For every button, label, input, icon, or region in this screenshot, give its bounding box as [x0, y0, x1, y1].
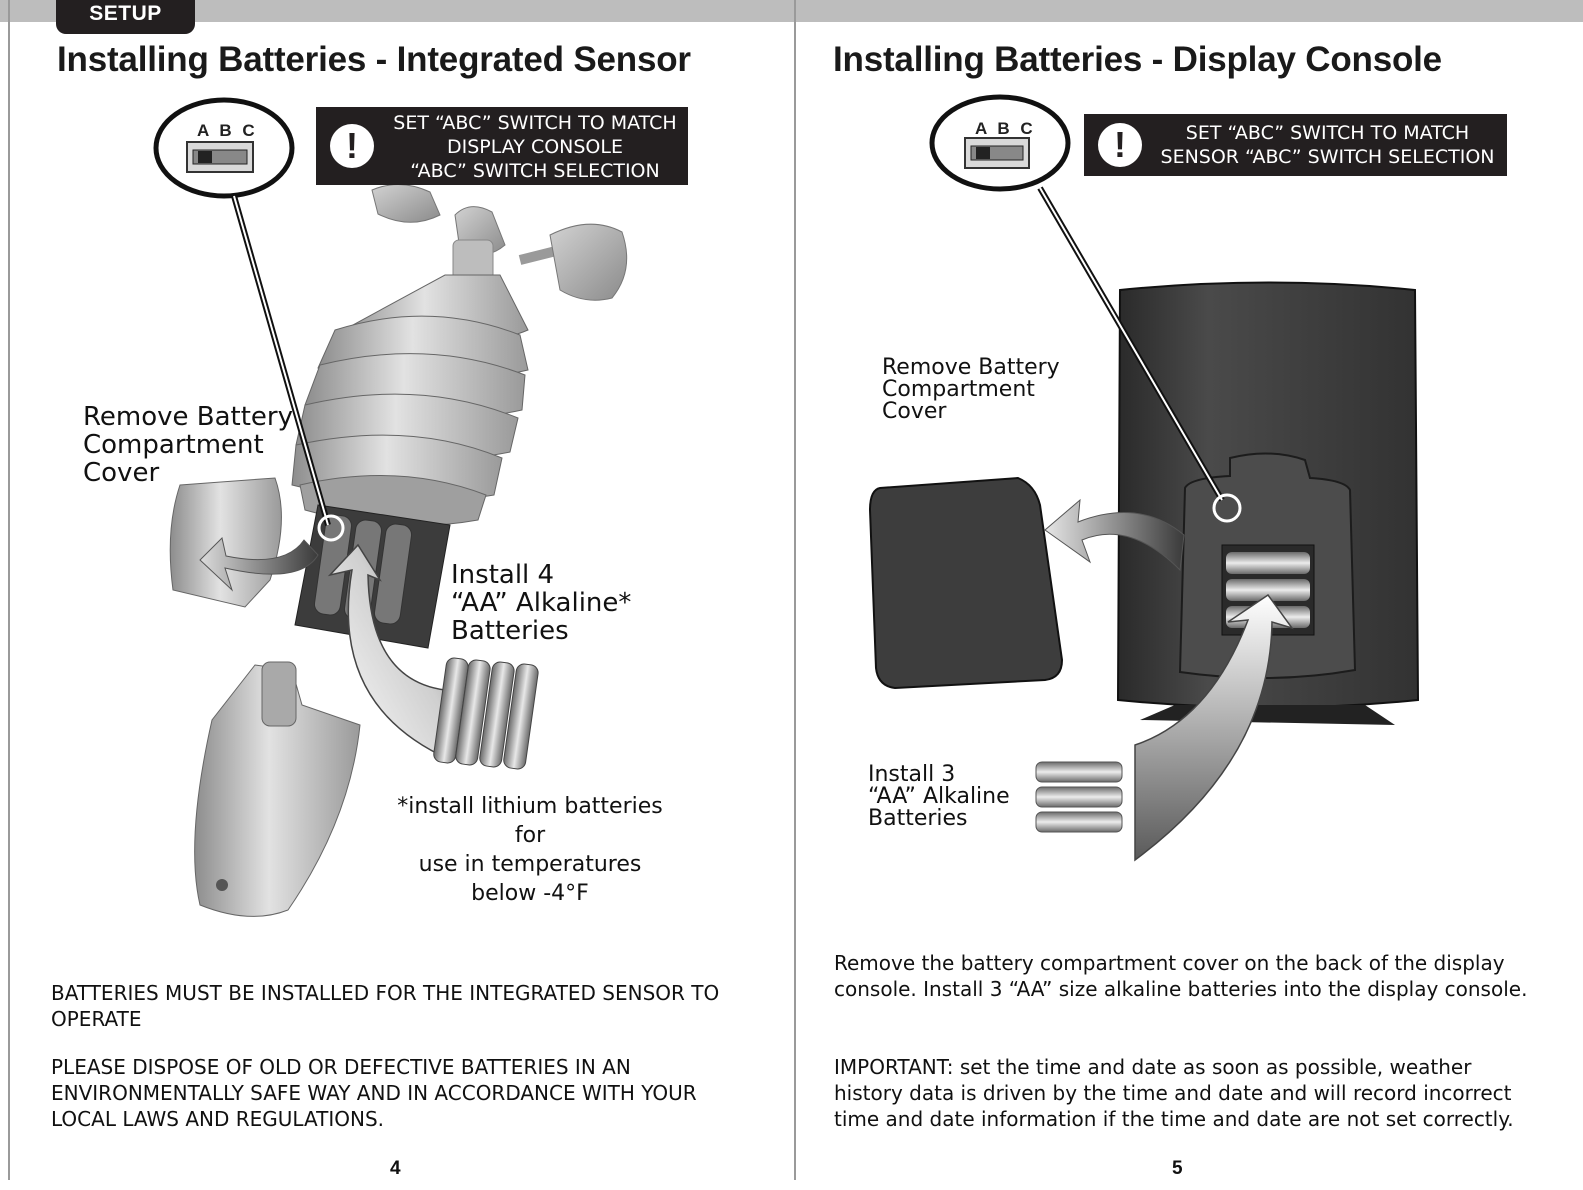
paragraph-batteries-required: BATTERIES MUST BE INSTALLED FOR THE INTE… — [51, 981, 720, 1031]
battery-icon — [1035, 761, 1123, 833]
arrow-icon — [199, 537, 319, 592]
removed-cover — [169, 477, 282, 608]
callout-install-batteries: Install 3 “AA” Alkaline Batteries — [868, 762, 1010, 831]
section-tab: SETUP — [56, 0, 195, 34]
lower-housing — [194, 661, 361, 917]
warning-text: SET “ABC” SWITCH TO MATCH SENSOR “ABC” S… — [1160, 122, 1495, 168]
page-title-left: Installing Batteries - Integrated Sensor — [57, 40, 691, 79]
paragraph-important: IMPORTANT: set the time and date as soon… — [834, 1055, 1514, 1131]
abc-switch-label: A B C — [975, 119, 1036, 138]
callout-install-batteries: Install 4 “AA” Alkaline* Batteries — [451, 560, 632, 647]
console-body — [1116, 281, 1420, 725]
page-number-left: 4 — [390, 1158, 401, 1179]
paragraph-remove-cover: Remove the battery compartment cover on … — [834, 951, 1528, 1001]
page-title-right: Installing Batteries - Display Console — [833, 40, 1442, 79]
callout-remove-cover: Remove Battery Compartment Cover — [83, 402, 294, 489]
warning-box-left: ! SET “ABC” SWITCH TO MATCH DISPLAY CONS… — [316, 107, 688, 185]
lithium-footnote: *install lithium batteries for use in te… — [397, 794, 663, 906]
arrow-icon — [1134, 593, 1294, 862]
abc-switch-icon — [153, 97, 345, 542]
top-bar — [0, 0, 1583, 22]
warning-text: SET “ABC” SWITCH TO MATCH DISPLAY CONSOL… — [393, 112, 677, 182]
warning-exclamation-icon: ! — [1098, 123, 1142, 167]
abc-switch-label: A B C — [197, 121, 258, 140]
paragraph-dispose: PLEASE DISPOSE OF OLD OR DEFECTIVE BATTE… — [51, 1055, 697, 1131]
left-margin-line — [8, 0, 10, 1180]
battery-icon — [433, 657, 539, 770]
arrow-icon — [327, 543, 446, 757]
warning-box-right: ! SET “ABC” SWITCH TO MATCH SENSOR “ABC”… — [1084, 114, 1507, 176]
anemometer-cups-icon — [371, 184, 628, 301]
integrated-sensor-illustration — [153, 97, 628, 917]
page-divider — [794, 0, 796, 1180]
radiation-shield — [291, 274, 529, 527]
callout-remove-cover: Remove Battery Compartment Cover — [882, 355, 1060, 424]
warning-exclamation-icon: ! — [330, 124, 374, 168]
removed-console-cover — [868, 476, 1064, 690]
arrow-icon — [1044, 498, 1185, 572]
page-number-right: 5 — [1172, 1158, 1183, 1179]
